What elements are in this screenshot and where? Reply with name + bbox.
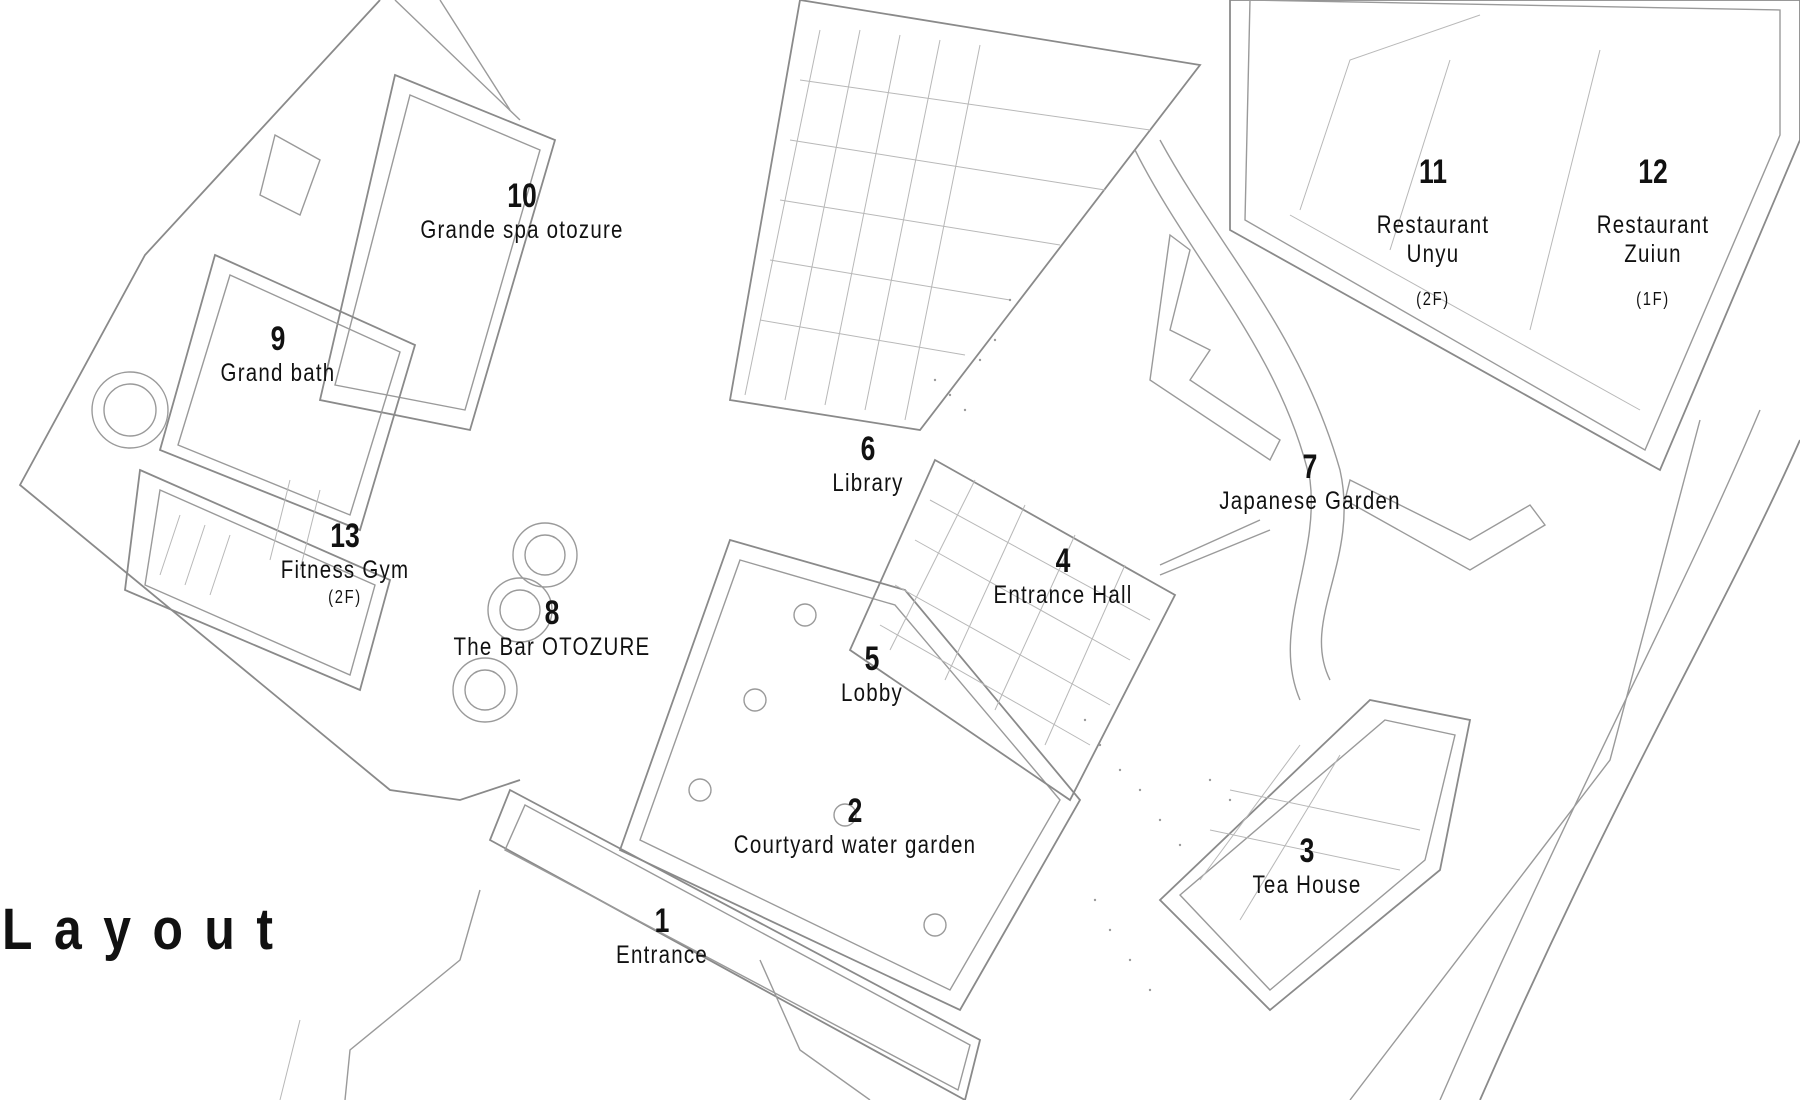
room-name: Restaurant Zuiun [1596,210,1710,268]
room-name: Grande spa otozure [420,216,624,245]
room-name: Japanese Garden [1219,487,1401,516]
page-title: Layout [2,897,295,962]
room-label-lobby: 5 Lobby [834,640,910,708]
room-label-restaurant-unyu: 11 Restaurant Unyu (2F) [1364,135,1501,328]
room-number: 11 [1418,153,1448,192]
room-label-entrance-hall: 4 Entrance Hall [978,542,1148,610]
room-number: 1 [654,902,670,940]
room-name: Restaurant Unyu [1376,210,1490,268]
room-number: 3 [1299,832,1315,870]
room-label-restaurant-zuiun: 12 Restaurant Zuiun (1F) [1584,135,1721,328]
room-name: Fitness Gym [280,556,410,585]
floor-tag: (2F) [1416,288,1450,309]
room-name: The Bar OTOZURE [453,633,651,662]
room-number: 12 [1638,153,1668,192]
room-label-grande-spa-otozure: 10 Grande spa otozure [398,177,646,245]
room-label-the-bar-otozure: 8 The Bar OTOZURE [432,594,672,662]
room-number: 13 [330,517,360,555]
room-number: 9 [270,320,286,358]
room-number: 4 [1055,542,1071,580]
room-name: Tea House [1252,871,1362,900]
room-label-tea-house: 3 Tea House [1240,832,1373,900]
floor-tag: (1F) [1636,288,1670,309]
room-name: Lobby [840,679,904,708]
room-name: Entrance Hall [993,581,1133,610]
room-number: 5 [864,640,880,678]
room-number: 2 [847,792,863,830]
floor-tag: (2F) [328,586,362,607]
room-name: Courtyard water garden [733,831,977,860]
room-number: 6 [860,430,876,468]
room-number: 7 [1302,448,1318,486]
room-label-library: 6 Library [825,430,912,498]
room-number: 8 [544,594,560,632]
room-name: Grand bath [220,359,336,388]
room-label-entrance: 1 Entrance [606,902,718,970]
room-label-grand-bath: 9 Grand bath [208,320,348,388]
room-label-courtyard-water-garden: 2 Courtyard water garden [707,792,1003,860]
room-name: Library [832,469,904,498]
room-number: 10 [507,177,537,215]
room-label-fitness-gym: 13 Fitness Gym (2F) [267,517,424,608]
room-label-japanese-garden: 7 Japanese Garden [1199,448,1420,516]
room-name: Entrance [616,941,708,970]
